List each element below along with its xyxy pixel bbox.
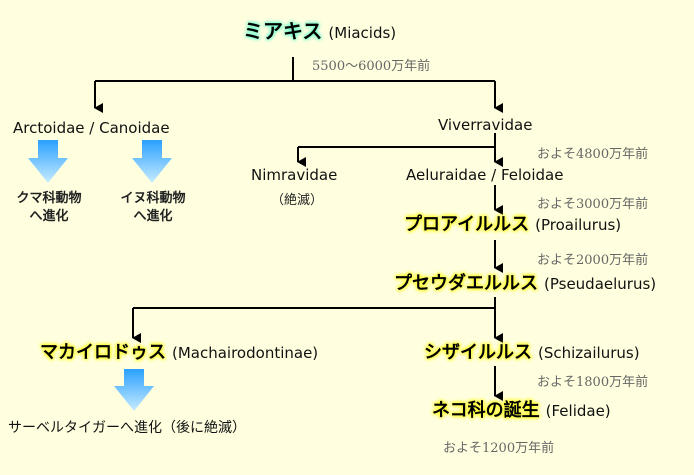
bear-note-line2: へ進化 bbox=[29, 209, 69, 224]
bear-note-line1: クマ科動物 bbox=[16, 191, 82, 206]
nimravidae-extinct-note: （絶滅） bbox=[270, 193, 323, 208]
schizailurus-node: シザイルルス (Schizailurus) bbox=[424, 342, 640, 363]
machairodus-node: マカイロドゥス (Machairodontinae) bbox=[40, 342, 319, 363]
dog-evolution-arrow-icon bbox=[132, 140, 172, 183]
miacids-node: ミアキス (Miacids) bbox=[243, 19, 397, 43]
pseudaelurus-japanese-name: プセウダエルルス bbox=[394, 273, 538, 294]
schizailurus-japanese-name: シザイルルス bbox=[424, 342, 532, 363]
aeluraidae-node: Aeluraidae / Feloidae bbox=[406, 166, 564, 184]
felidae-time: およそ1200万年前 bbox=[443, 441, 555, 456]
sabertooth-result: サーベルタイガーへ進化（後に絶滅） bbox=[8, 420, 246, 436]
felidae-japanese-name: ネコ科の誕生 bbox=[432, 400, 540, 421]
felidae-node: ネコ科の誕生 (Felidae) bbox=[432, 400, 611, 421]
machairodus-latin-name: (Machairodontinae) bbox=[172, 344, 319, 362]
dog-note-line1: イヌ科動物 bbox=[120, 191, 186, 206]
arctoidae-node: Arctoidae / Canoidae bbox=[13, 119, 170, 137]
viverravidae-time: およそ4800万年前 bbox=[537, 147, 649, 162]
proailurus-latin-name: (Proailurus) bbox=[535, 216, 622, 234]
proailurus-node: プロアイルルス (Proailurus) bbox=[404, 214, 622, 235]
pseudaelurus-latin-name: (Pseudaelurus) bbox=[544, 275, 657, 293]
aeluraidae-time: およそ3000万年前 bbox=[537, 197, 649, 212]
bear-evolution-arrow-icon bbox=[28, 140, 68, 183]
nimravidae-node: Nimravidae bbox=[251, 166, 338, 184]
miacids-time: 5500〜6000万年前 bbox=[312, 59, 431, 74]
miacids-japanese-name: ミアキス bbox=[243, 19, 323, 43]
schizailurus-time: およそ1800万年前 bbox=[537, 375, 649, 390]
dog-note-line2: へ進化 bbox=[133, 209, 173, 224]
felidae-latin-name: (Felidae) bbox=[545, 402, 611, 420]
miacids-latin-name: (Miacids) bbox=[328, 24, 397, 42]
proailurus-time: およそ2000万年前 bbox=[537, 253, 649, 268]
pseudaelurus-node: プセウダエルルス (Pseudaelurus) bbox=[394, 273, 657, 294]
sabertooth-evolution-arrow-icon bbox=[114, 369, 154, 411]
bear-evolution-note: クマ科動物 へ進化 bbox=[4, 190, 94, 226]
proailurus-japanese-name: プロアイルルス bbox=[404, 214, 530, 235]
dog-evolution-note: イヌ科動物 へ進化 bbox=[108, 190, 198, 226]
viverravidae-node: Viverravidae bbox=[438, 116, 533, 134]
schizailurus-latin-name: (Schizailurus) bbox=[538, 344, 640, 362]
machairodus-japanese-name: マカイロドゥス bbox=[40, 342, 166, 363]
